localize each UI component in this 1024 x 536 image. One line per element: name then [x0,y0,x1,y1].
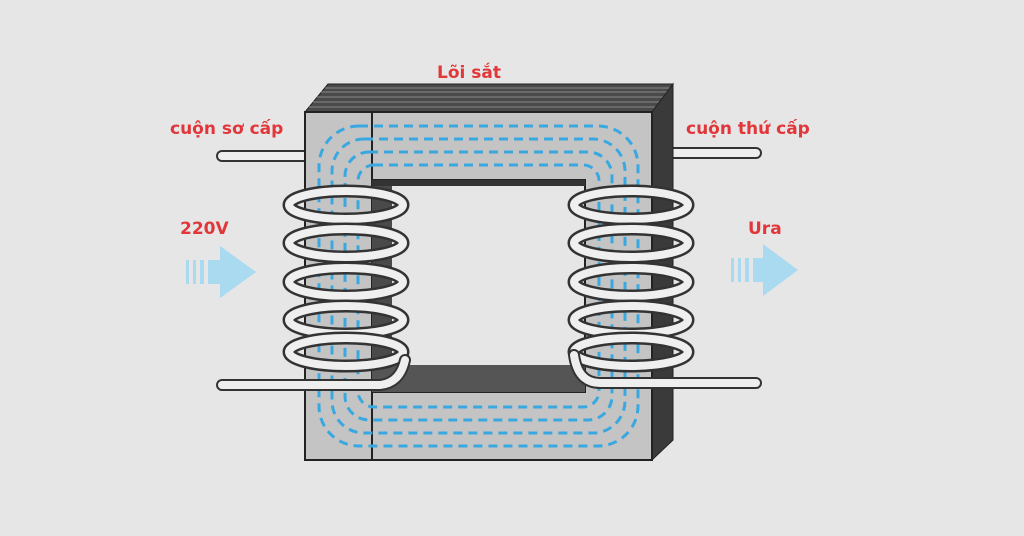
secondary-bottom-lead [568,349,762,389]
primary-coil-turn [282,331,410,373]
primary-coil-label: cuộn sơ cấp [170,118,283,139]
core-label: Lõi sắt [437,62,501,83]
secondary-coil-turn [567,184,695,226]
secondary-coil-turn [567,261,695,303]
output-voltage-label: Ura [748,219,782,239]
flux-line [330,137,627,435]
secondary-coil-turn [567,222,695,264]
primary-coil-turn [282,184,410,226]
secondary-coil-label: cuộn thứ cấp [686,118,810,139]
primary-coil-turn [282,222,410,264]
input-voltage-label: 220V [180,219,229,239]
primary-bottom-lead [216,354,411,391]
flux-line [356,163,601,409]
flux-line [343,150,614,422]
magnetic-flux-lines [317,124,640,448]
primary-coil-turn [282,261,410,303]
coils [282,184,695,373]
input-arrow-icon [186,246,256,298]
flux-line [317,124,640,448]
output-arrow-icon [731,244,798,296]
